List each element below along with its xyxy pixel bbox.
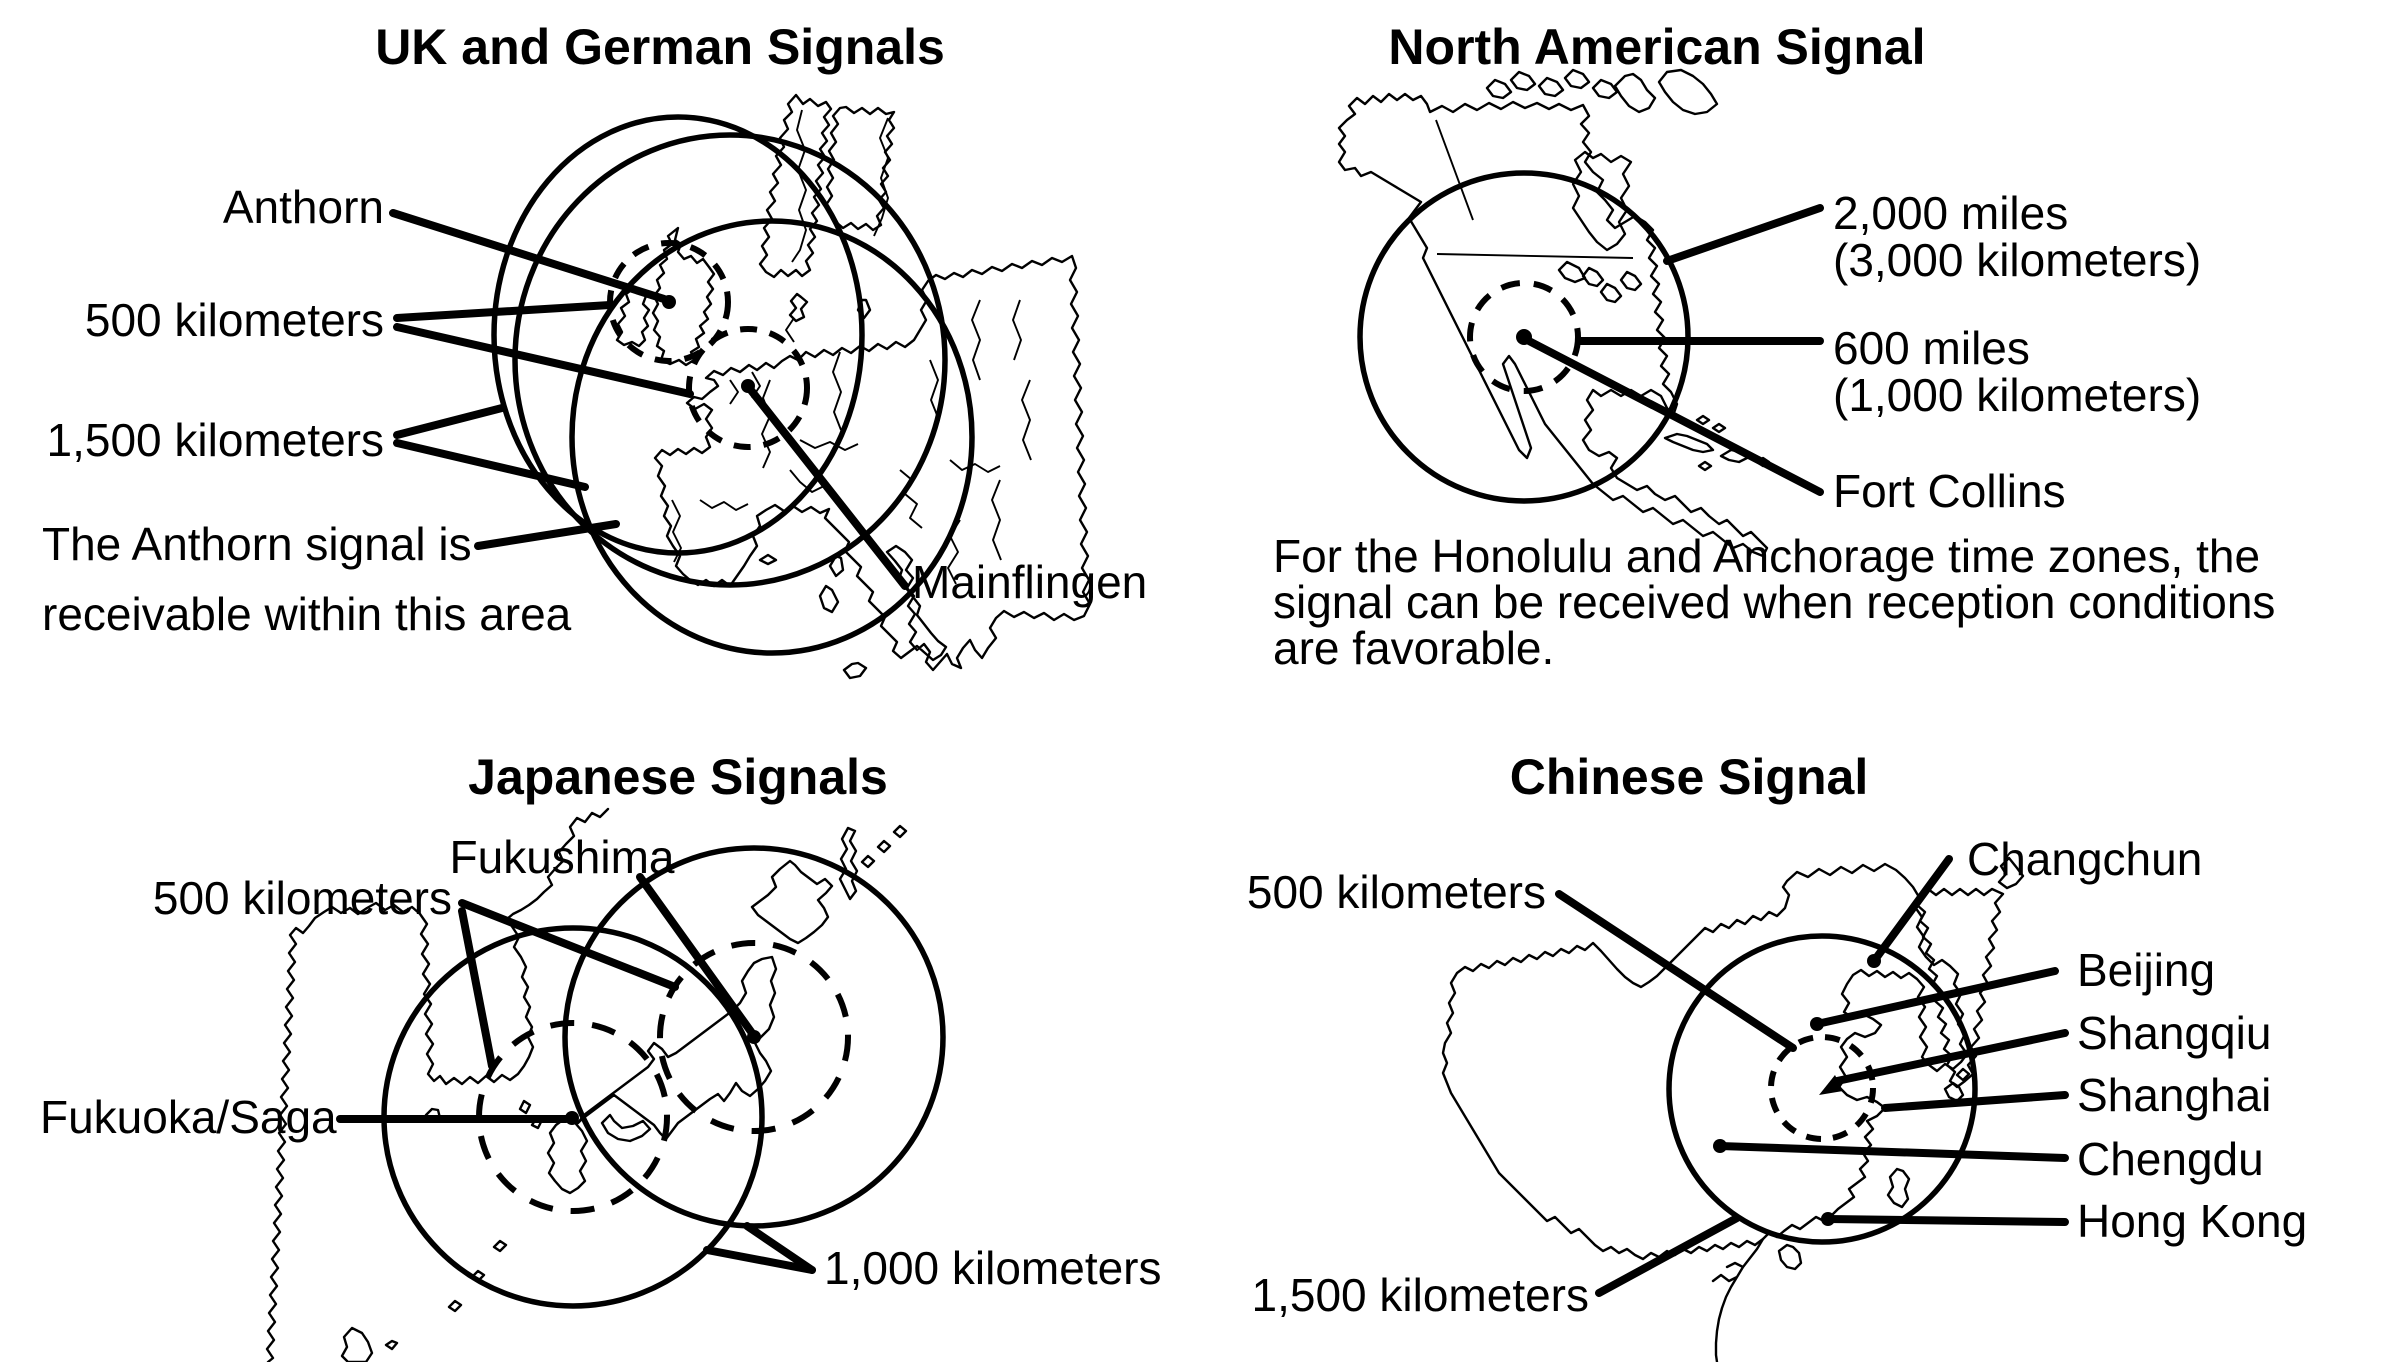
500km-label: 500 kilometers (85, 294, 384, 346)
2000mile-label-line1: 2,000 miles (1833, 187, 2068, 239)
fukushima-500km-ring (657, 940, 851, 1134)
shangqiu-leader-line (1833, 1029, 2069, 1085)
panel-japanese-signals: Japanese Signals Fukushima 500 kilometer… (40, 749, 1162, 1362)
1500km-label: 1,500 kilometers (1252, 1269, 1590, 1321)
china-and-korea-coastline (1441, 862, 1969, 1261)
leader-lines (389, 209, 909, 590)
500km-leader-line (1555, 890, 1797, 1052)
us-canada-and-alaska-borders (1435, 119, 1634, 259)
fukuoka-label: Fukuoka/Saga (40, 1091, 337, 1143)
mainflingen-label: Mainflingen (912, 556, 1147, 608)
2000mile-label-line2: (3,000 kilometers) (1833, 234, 2201, 286)
2000mile-leader-line (1663, 204, 1824, 265)
reception-area-note-line1: The Anthorn signal is (42, 518, 472, 570)
500km-label: 500 kilometers (1247, 866, 1546, 918)
hongkong-city-dot (1821, 1212, 1835, 1226)
1000km-leader-line-fukuoka (703, 1246, 816, 1274)
note-line1: For the Honolulu and Anchorage time zone… (1273, 530, 2260, 582)
1500km-leader-line (1595, 1214, 1741, 1297)
anthorn-label: Anthorn (223, 181, 384, 233)
mainflingen-leader-line (746, 385, 909, 590)
1500km-ring (1666, 933, 1978, 1245)
changchun-city-dot (1867, 954, 1881, 968)
anthorn-station-dot (662, 295, 676, 309)
500km-label: 500 kilometers (153, 872, 452, 924)
mainflingen-1500km-ring (569, 218, 975, 656)
600mile-ring (1467, 280, 1581, 394)
600mile-label-line1: 600 miles (1833, 322, 2030, 374)
changchun-label: Changchun (1967, 833, 2202, 885)
500km-leader-line-anthorn (393, 301, 614, 322)
coverage-rings (1666, 933, 1978, 1245)
changchun-leader-line (1870, 855, 1953, 965)
leader-lines (1555, 855, 2069, 1297)
note-line3: are favorable. (1273, 622, 1554, 674)
500km-leader-line-fukushima (458, 899, 679, 991)
coverage-rings (381, 845, 946, 1309)
reception-area-leader-line (474, 520, 620, 550)
country-borders (671, 109, 1032, 585)
hongkong-leader-line (1824, 1215, 2069, 1226)
panel-uk-german-signals: UK and German Signals Anthorn 500 kilome… (42, 19, 1147, 680)
reception-area-note-line2: receivable within this area (42, 588, 572, 640)
mainflingen-station-dot (741, 379, 755, 393)
panel-title: North American Signal (1388, 19, 1925, 75)
hudson-bay-coastline (1571, 150, 1633, 252)
anthorn-reception-area-ring (512, 132, 948, 588)
600mile-label-line2: (1,000 kilometers) (1833, 369, 2201, 421)
panel-title: Japanese Signals (468, 749, 888, 805)
hongkong-label: Hong Kong (2077, 1195, 2307, 1247)
beijing-city-dot (1810, 1017, 1824, 1031)
chengdu-label: Chengdu (2077, 1133, 2264, 1185)
shanghai-leader-line (1881, 1091, 2069, 1112)
fort-collins-leader-line (1525, 337, 1824, 496)
neighboring-coastlines (1711, 856, 2025, 1362)
asia-mainland-and-korea-coastline (265, 807, 610, 1362)
fukushima-station-dot (747, 1030, 761, 1044)
anthorn-1500km-ring (491, 114, 865, 556)
chengdu-city-dot (1713, 1139, 1727, 1153)
north-america-map (1337, 68, 1771, 558)
panel-north-american-signal: North American Signal 2,000 miles (3,000… (1273, 19, 2275, 674)
1000km-leader-line-fukushima (743, 1222, 816, 1274)
1500km-leader-line-mainflingen (393, 439, 589, 491)
panel-title: UK and German Signals (375, 19, 945, 75)
islands-and-lakes-coastline (1485, 68, 1771, 472)
beijing-label: Beijing (2077, 944, 2215, 996)
500km-ring (1768, 1034, 1876, 1142)
anthorn-leader-line (389, 209, 668, 303)
fukushima-leader-line (636, 873, 756, 1037)
500km-leader-line-mainflingen (393, 323, 694, 398)
panel-title: Chinese Signal (1510, 749, 1868, 805)
fort-collins-station-dot (1516, 329, 1532, 345)
1500km-label: 1,500 kilometers (47, 414, 385, 466)
fort-collins-label: Fort Collins (1833, 465, 2066, 517)
leader-lines (336, 873, 816, 1274)
mainflingen-500km-ring (686, 326, 810, 450)
chengdu-leader-line (1716, 1142, 2069, 1162)
1500km-leader-line-anthorn (393, 404, 506, 439)
north-america-mainland-coastline (1337, 92, 1769, 558)
shanghai-label: Shanghai (2077, 1069, 2271, 1121)
shangqiu-station-marker (1819, 1075, 1843, 1095)
fukuoka-station-dot (565, 1111, 579, 1125)
beijing-leader-line (1813, 967, 2059, 1028)
panel-chinese-signal: Chinese Signal 500 kilometers 1,500 kilo… (1247, 749, 2307, 1362)
fukushima-label: Fukushima (450, 831, 675, 883)
shangqiu-label: Shangqiu (2077, 1007, 2271, 1059)
500km-leader-line-fukuoka (458, 907, 496, 1070)
leader-lines (1525, 204, 1824, 496)
note-line2: signal can be received when reception co… (1273, 576, 2275, 628)
1000km-label: 1,000 kilometers (824, 1242, 1162, 1294)
